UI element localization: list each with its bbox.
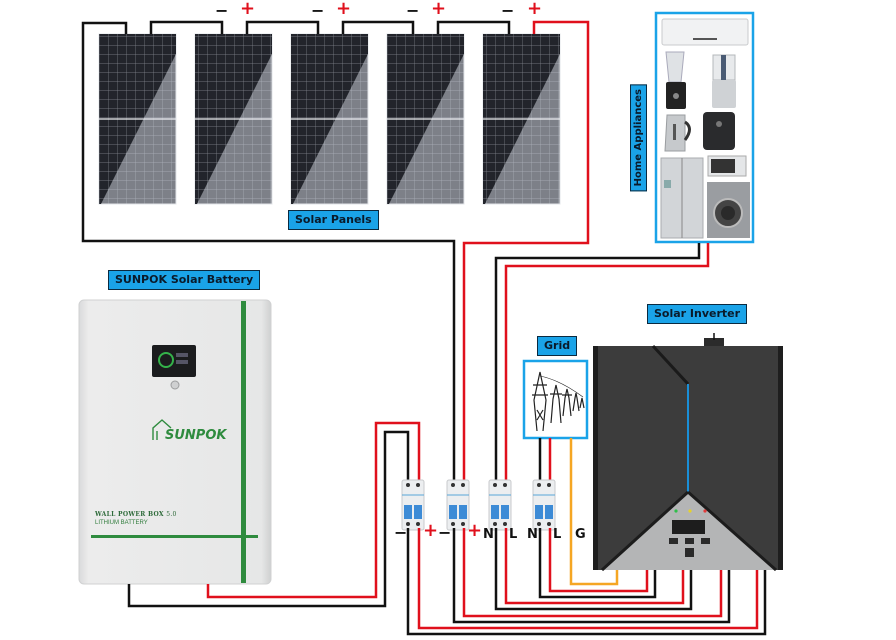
solar-panel-1 (98, 33, 177, 205)
breaker-terminal-load-neutral: N (483, 527, 494, 542)
inverter-button-center[interactable] (685, 538, 694, 544)
solar-panel-5 (482, 33, 561, 205)
breaker-terminal-pv-negative: − (438, 523, 452, 542)
battery-brand-logo: SUNPOK (165, 428, 227, 443)
sunpok-logo-icon (152, 419, 172, 440)
breaker-terminal-grid-neutral: N (527, 527, 538, 542)
grid-box (522, 359, 589, 440)
inverter-label: Solar Inverter (647, 304, 748, 324)
grid-breaker[interactable] (532, 479, 556, 531)
grid-neutral-out-wire (538, 528, 657, 599)
grid-line-out-wire (548, 528, 649, 593)
appliance-wiring (494, 243, 710, 483)
breaker-terminal-battery-negative: − (394, 523, 408, 542)
battery-positive-out-wire (417, 528, 759, 630)
food-processor-icon (712, 54, 736, 108)
solar-panel-array (98, 33, 561, 205)
solar-battery (78, 299, 272, 585)
panel2-positive-terminal: + (240, 0, 256, 19)
panel4-negative-terminal: − (406, 1, 420, 20)
panel4-positive-terminal: + (431, 0, 447, 19)
panel5-positive-terminal: + (527, 0, 543, 19)
breaker-terminal-ground: G (575, 527, 586, 542)
breaker-terminal-load-line: L (509, 527, 518, 542)
refrigerator-icon (660, 157, 704, 239)
solar-inverter (593, 333, 783, 572)
battery-model-version: 5.0 (166, 511, 177, 518)
inverter-button-left[interactable] (669, 538, 678, 544)
battery-breaker[interactable] (401, 479, 425, 531)
washing-machine-icon (707, 182, 750, 238)
grid-label: Grid (537, 336, 578, 356)
breaker-terminal-grid-line: L (553, 527, 562, 542)
battery-green-stripe-horizontal (91, 535, 258, 538)
breaker-group (401, 479, 556, 531)
battery-negative-out-wire (406, 528, 767, 636)
breaker-terminal-battery-positive: + (423, 520, 439, 541)
panel3-negative-terminal: − (311, 1, 325, 20)
panel-jumper-4 (436, 20, 511, 34)
inverter-power-button[interactable] (685, 548, 694, 557)
inverter-status-led-green (674, 509, 678, 513)
battery-green-stripe-vertical (241, 301, 246, 583)
grid-ground-wire (569, 438, 619, 586)
air-fryer-icon (703, 112, 735, 150)
panel-jumper-2 (245, 20, 320, 34)
breaker-terminal-pv-positive: + (467, 520, 483, 541)
inverter-button-right[interactable] (701, 538, 710, 544)
battery-power-button[interactable] (170, 380, 180, 390)
load-breaker[interactable] (488, 479, 512, 531)
load-neutral-out-wire (494, 528, 693, 611)
load-line-out-wire (504, 528, 685, 605)
blender-icon (665, 51, 686, 109)
kettle-icon (664, 114, 691, 152)
panel-string-positive-wire (462, 20, 590, 483)
battery-model-line1: WALL POWER BOX (95, 511, 164, 518)
battery-wiring (127, 421, 421, 608)
appliance-neutral-wire (494, 243, 701, 483)
panel3-positive-terminal: + (336, 0, 352, 19)
battery-display (152, 345, 196, 377)
panel-wiring (81, 20, 590, 483)
inverter-status-led-yellow (688, 509, 692, 513)
home-appliances-label: Home Appliances (630, 84, 647, 192)
solar-panel-4 (386, 33, 465, 205)
battery-positive-wire (206, 421, 421, 599)
solar-panels-label: Solar Panels (288, 210, 379, 230)
solar-panel-3 (290, 33, 369, 205)
pv-negative-out-wire (452, 528, 731, 624)
appliance-line-wire (504, 243, 710, 483)
panel-jumper-1 (149, 20, 224, 34)
battery-model-type: LITHIUM BATTERY (95, 520, 148, 526)
inverter-input-wiring (406, 528, 767, 636)
home-appliances-box (654, 11, 755, 244)
battery-label: SUNPOK Solar Battery (108, 270, 261, 290)
pv-breaker[interactable] (446, 479, 470, 531)
grid-wiring (538, 438, 619, 586)
panel2-negative-terminal: − (215, 1, 229, 20)
inverter-lcd-screen (672, 520, 705, 534)
transmission-tower-icon (532, 371, 585, 432)
battery-model-name: WALL POWER BOX 5.0 (95, 511, 177, 518)
panel5-negative-terminal: − (501, 1, 515, 20)
panel-string-negative-wire (81, 21, 456, 483)
battery-negative-wire (127, 430, 410, 608)
panel-jumper-3 (341, 20, 415, 34)
toaster-oven-icon (707, 155, 747, 177)
air-conditioner-icon (661, 18, 749, 46)
inverter-status-led-red (703, 509, 707, 513)
solar-panel-2 (194, 33, 273, 205)
pv-positive-out-wire (462, 528, 723, 618)
